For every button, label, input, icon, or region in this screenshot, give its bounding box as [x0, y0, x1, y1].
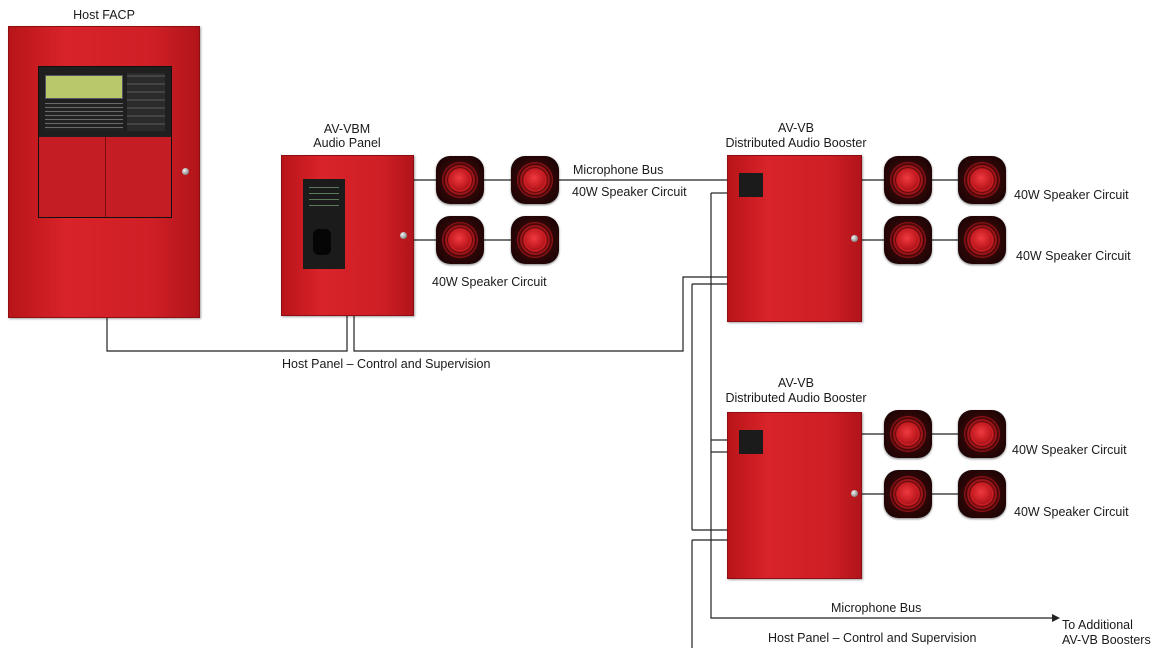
av-vbm-title: AV-VBM [323, 122, 371, 136]
facp-lower-door-right [106, 137, 171, 217]
host-facp-label: Host FACP [73, 8, 135, 22]
speaker-icon [436, 156, 484, 204]
av-vbm-panel [281, 155, 414, 316]
speaker-icon [436, 216, 484, 264]
host-control-wire [106, 316, 348, 352]
av-vbm-subtitle: Audio Panel [313, 136, 381, 150]
av-vbm-leds [309, 187, 339, 211]
av-vb2-subtitle: Distributed Audio Booster [725, 391, 867, 405]
lock-icon [851, 490, 858, 497]
status-leds [45, 103, 123, 131]
lock-icon [182, 168, 189, 175]
host-control-wire-to-vb [353, 276, 727, 352]
arrow-icon [1052, 614, 1060, 622]
av-vb2-panel [727, 412, 862, 579]
av-vb1-subtitle: Distributed Audio Booster [725, 136, 867, 150]
speaker-icon [958, 156, 1006, 204]
av-vb1-display [739, 173, 763, 197]
speaker-icon [511, 156, 559, 204]
vb2-speaker-circuit-1-label: 40W Speaker Circuit [1012, 443, 1127, 457]
microphone-bus-vertical [710, 193, 1052, 619]
av-vb2-display [739, 430, 763, 454]
to-additional-label-1: To Additional [1062, 618, 1133, 632]
host-facp-panel [8, 26, 200, 318]
lock-icon [851, 235, 858, 242]
speaker-icon [884, 216, 932, 264]
speaker-icon [958, 410, 1006, 458]
speaker-icon [511, 216, 559, 264]
lcd-display-icon [45, 75, 123, 99]
vb1-speaker-circuit-2-label: 40W Speaker Circuit [1016, 249, 1131, 263]
lock-icon [400, 232, 407, 239]
to-additional-label-2: AV-VB Boosters [1062, 633, 1151, 647]
vbm-speaker-circuit-label: 40W Speaker Circuit [432, 275, 547, 289]
speaker-icon [884, 410, 932, 458]
vb1-speaker-circuit-1-label: 40W Speaker Circuit [1014, 188, 1129, 202]
av-vb2-title: AV-VB [778, 376, 814, 390]
microphone-bus-bottom-label: Microphone Bus [831, 601, 922, 615]
speaker-icon [884, 156, 932, 204]
microphone-bus-label: Microphone Bus [573, 163, 664, 177]
speaker-icon [884, 470, 932, 518]
host-panel-control-label: Host Panel – Control and Supervision [282, 357, 491, 371]
facp-lower-door-left [39, 137, 106, 217]
av-vb1-panel [727, 155, 862, 322]
vb2-speaker-circuit-2-label: 40W Speaker Circuit [1014, 505, 1129, 519]
speaker-icon [958, 470, 1006, 518]
av-vbm-front [303, 179, 345, 269]
av-vb1-title: AV-VB [778, 121, 814, 135]
keypad-icon [127, 73, 165, 131]
microphone-icon [313, 229, 331, 255]
host-facp-front [38, 66, 172, 218]
speaker-icon [958, 216, 1006, 264]
speaker-circuit-label: 40W Speaker Circuit [572, 185, 687, 199]
host-panel-control-bottom-label: Host Panel – Control and Supervision [768, 631, 977, 645]
